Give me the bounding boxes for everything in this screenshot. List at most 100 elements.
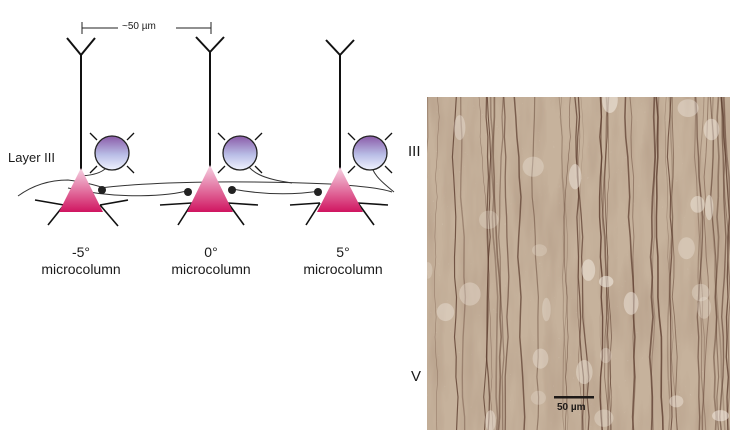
- fiber: [558, 97, 566, 430]
- fiber: [709, 97, 726, 430]
- fiber: [459, 97, 467, 430]
- cell-body-halo: [690, 196, 705, 213]
- synapse-dot: [314, 188, 322, 196]
- fiber: [666, 97, 674, 430]
- fiber: [655, 97, 664, 430]
- fiber: [695, 97, 704, 430]
- cell-body-halo: [678, 237, 695, 260]
- cell-body-halo: [576, 359, 593, 385]
- interneuron-spikes: [217, 132, 263, 174]
- cell-body-halo: [677, 99, 699, 117]
- fiber: [598, 97, 604, 430]
- fiber: [503, 97, 510, 430]
- basal-dendrites: [34, 199, 129, 227]
- interneuron: [94, 135, 130, 171]
- cell-body-halo: [532, 348, 549, 369]
- fiber: [719, 97, 727, 430]
- fiber: [720, 97, 730, 430]
- fiber: [666, 97, 673, 430]
- fiber: [580, 97, 588, 430]
- fiber: [671, 97, 678, 430]
- fiber: [709, 97, 720, 430]
- fiber: [434, 97, 440, 430]
- interneuron: [352, 135, 388, 171]
- basal-dendrites: [159, 202, 259, 226]
- apical-dendrite: [66, 37, 96, 175]
- column-angle: 0°: [204, 244, 218, 260]
- cell-body-halo: [581, 259, 596, 281]
- column-label-plus5: 5° microcolumn: [283, 244, 403, 278]
- interneuron: [222, 135, 258, 171]
- fiber: [489, 97, 499, 430]
- cell-body-halo: [669, 395, 684, 408]
- pyramidal-cell: [187, 165, 233, 212]
- fiber: [601, 97, 610, 430]
- cell-body-halo: [459, 282, 481, 306]
- interneuron-spikes: [89, 132, 135, 174]
- fiber: [451, 97, 459, 430]
- cell-body-halo: [696, 296, 712, 319]
- fiber: [599, 97, 608, 430]
- fiber: [513, 97, 526, 430]
- microcolumn-0: [159, 36, 263, 226]
- fiber: [624, 97, 636, 430]
- microcolumn-minus5: [34, 37, 135, 227]
- column-name: microcolumn: [303, 261, 383, 277]
- cell-body-halo: [712, 410, 729, 422]
- cell-body-halo: [479, 210, 499, 229]
- cell-body-halo: [436, 303, 455, 322]
- pyramidal-cell: [317, 167, 363, 212]
- fiber: [498, 97, 505, 430]
- fiber: [648, 97, 656, 430]
- synapse-dot: [98, 186, 106, 194]
- fiber: [577, 97, 583, 430]
- pyramidal-cell: [59, 168, 103, 212]
- cell-body-halo: [454, 115, 466, 141]
- cell-body-halo: [530, 390, 546, 405]
- basal-dendrites: [289, 202, 389, 226]
- fiber: [712, 97, 720, 430]
- cell-body-halo: [703, 118, 720, 141]
- microcolumn-plus5: [289, 39, 393, 226]
- fiber-bundles: [427, 97, 730, 430]
- synapse-dot: [228, 186, 236, 194]
- scale-bracket: [81, 22, 212, 34]
- scale-bar-label: 50 µm: [557, 402, 586, 413]
- column-angle: -5°: [71, 244, 91, 260]
- cell-body-halo: [594, 409, 614, 427]
- cell-body-halo: [568, 164, 582, 190]
- column-name: microcolumn: [41, 261, 121, 277]
- synapse-dot: [184, 188, 192, 196]
- cell-body-halo: [602, 97, 618, 113]
- interneuron-spikes: [347, 132, 393, 174]
- column-label-0: 0° microcolumn: [151, 244, 271, 278]
- layer-label-iii: III: [408, 143, 421, 160]
- cell-body-halo: [542, 297, 551, 322]
- fiber: [698, 97, 706, 430]
- fiber: [485, 97, 491, 430]
- cell-body-halo: [485, 410, 496, 430]
- fiber: [605, 97, 613, 430]
- cell-body-halo: [599, 275, 614, 288]
- cell-body-halo: [623, 291, 639, 315]
- column-angle: 5°: [336, 244, 350, 260]
- cell-body-halo: [427, 262, 433, 279]
- fiber: [600, 97, 610, 430]
- cell-body-halo: [600, 347, 612, 364]
- fiber: [492, 97, 503, 430]
- layer-label-v: V: [411, 368, 422, 385]
- fiber: [693, 97, 707, 430]
- cell-body-halo: [532, 244, 547, 257]
- cell-body-halo: [705, 195, 714, 221]
- apical-dendrite: [195, 36, 225, 172]
- fiber: [629, 97, 637, 430]
- column-label-minus5: -5° microcolumn: [21, 244, 141, 278]
- scale-label-top: ~50 µm: [122, 21, 156, 32]
- fiber: [563, 97, 571, 430]
- micrograph-texture: [427, 97, 730, 430]
- cell-body-halo: [691, 283, 710, 302]
- scale-bar: [554, 396, 594, 399]
- fiber: [722, 97, 730, 430]
